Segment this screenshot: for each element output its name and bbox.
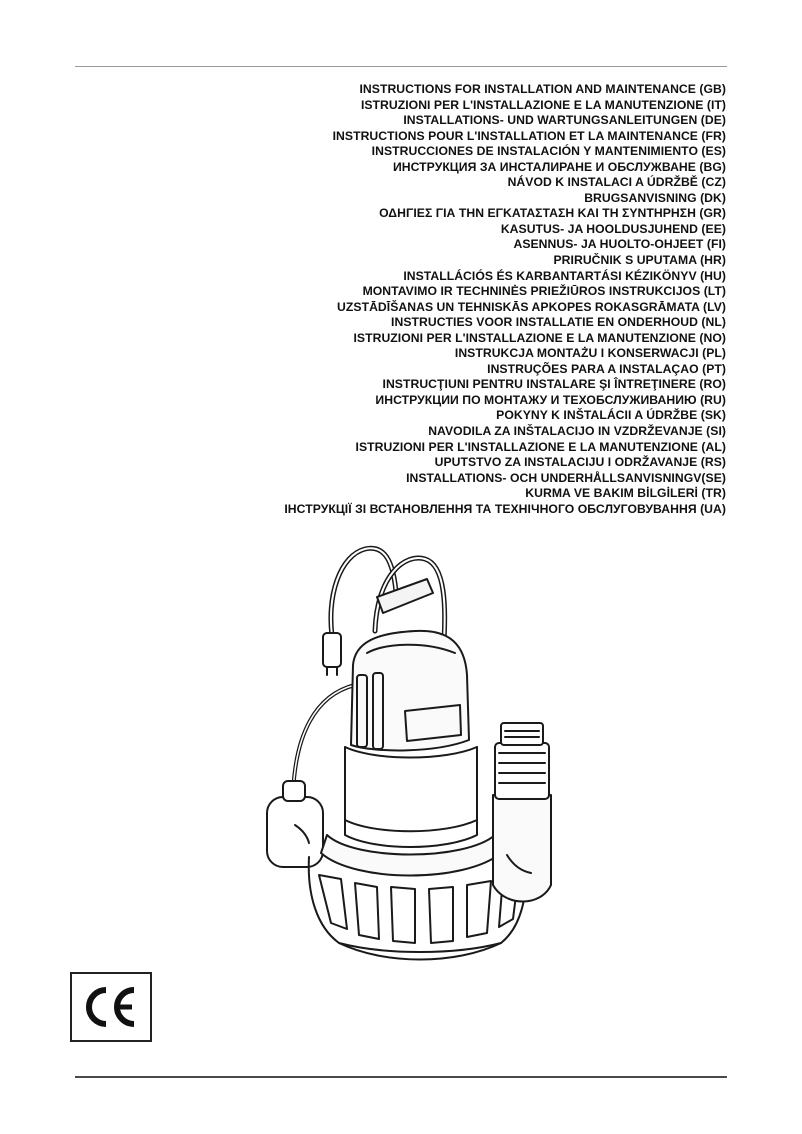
- language-title: UZSTĀDĪŠANAS UN TEHNISKĀS APKOPES ROKASG…: [337, 299, 726, 314]
- top-rule: [75, 66, 727, 67]
- language-title-list: INSTRUCTIONS FOR INSTALLATION AND MAINTE…: [126, 82, 726, 517]
- language-title: INSTRUCCIONES DE INSTALACIÓN Y MANTENIMI…: [371, 144, 726, 159]
- language-title: NAVODILA ZA INŠTALACIJO IN VZDRŽEVANJE (…: [428, 424, 726, 439]
- language-title: POKYNY K INŠTALÁCII A ÚDRŽBE (SK): [496, 408, 726, 423]
- language-title: INSTRUKCJA MONTAŻU I KONSERWACJI (PL): [454, 346, 726, 361]
- language-title: ИНСТРУКЦИИ ПО МОНТАЖУ И ТЕХОБСЛУЖИВАНИЮ …: [375, 392, 726, 407]
- ce-mark: [70, 972, 152, 1042]
- language-title: INSTRUCTIONS FOR INSTALLATION AND MAINTE…: [359, 82, 726, 96]
- language-title: KASUTUS- JA HOOLDUSJUHEND (EE): [500, 221, 726, 236]
- language-title: INSTRUÇÕES PARA A INSTALAÇAO (PT): [487, 361, 726, 376]
- ce-mark-icon: [86, 987, 135, 1027]
- language-title: INSTRUCTIES VOOR INSTALLATIE EN ONDERHOU…: [391, 315, 726, 330]
- language-title: INSTALLÁCIÓS ÉS KARBANTARTÁSI KÉZIKÖNYV …: [403, 268, 726, 283]
- language-title: INSTRUCTIONS POUR L'INSTALLATION ET LA M…: [332, 128, 726, 143]
- submersible-pump-illustration: [266, 545, 552, 961]
- language-title: KURMA VE BAKIM BİLGİLERİ (TR): [525, 486, 726, 501]
- language-title: BRUGSANVISNING (DK): [584, 190, 726, 205]
- language-title: INSTALLATIONS- OCH UNDERHÅLLSANVISNINGV(…: [406, 470, 726, 485]
- language-title: ISTRUZIONI PER L'INSTALLAZIONE E LA MANU…: [353, 330, 726, 345]
- language-title: ΟΔΗΓΙΕΣ ΓΙΑ ΤΗΝ ΕΓΚΑΤΑΣΤΑΣΗ ΚΑΙ ΤΗ ΣΥΝΤΗ…: [379, 206, 726, 221]
- language-title: PRIRUČNIK S UPUTAMA (HR): [553, 253, 726, 268]
- language-title: ІНСТРУКЦІЇ ЗІ ВСТАНОВЛЕННЯ ТА ТЕХНІЧНОГО…: [284, 501, 726, 516]
- language-title: ISTRUZIONI PER L'INSTALLAZIONE E LA MANU…: [360, 97, 726, 112]
- language-title: NÁVOD K INSTALACI A ÚDRŽBĚ (CZ): [507, 175, 726, 190]
- language-title: MONTAVIMO IR TECHNINĖS PRIEŽIŪROS INSTRU…: [362, 284, 726, 299]
- language-title: ИНСТРУКЦИЯ ЗА ИНСТАЛИРАНЕ И ОБСЛУЖВАНЕ (…: [392, 159, 726, 174]
- bottom-rule: [75, 1076, 727, 1078]
- language-title: INSTRUCŢIUNI PENTRU INSTALARE ŞI ÎNTREŢI…: [382, 377, 726, 392]
- language-title: ASENNUS- JA HUOLTO-OHJEET (FI): [513, 237, 726, 252]
- language-title: ISTRUZIONI PER L'INSTALLAZIONE E LA MANU…: [355, 439, 726, 454]
- language-title: INSTALLATIONS- UND WARTUNGSANLEITUNGEN (…: [403, 113, 726, 128]
- language-title: UPUTSTVO ZA INSTALACIJU I ODRŽAVANJE (RS…: [434, 455, 726, 470]
